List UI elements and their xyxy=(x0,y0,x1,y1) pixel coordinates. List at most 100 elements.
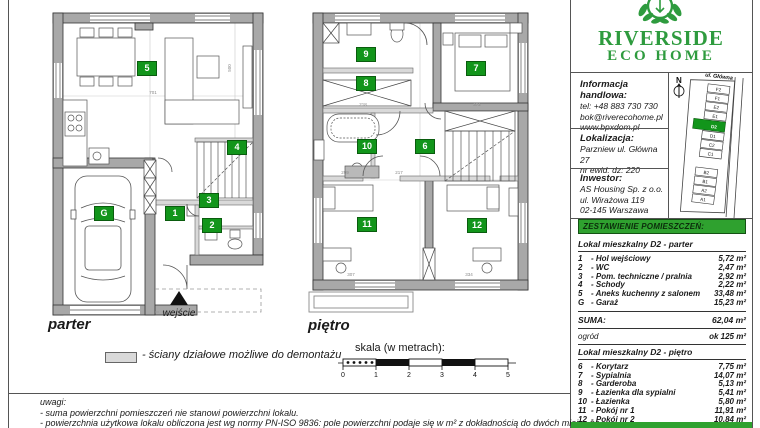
room-number: 7 xyxy=(578,370,583,380)
room-name: - Schody xyxy=(591,280,625,290)
svg-text:4: 4 xyxy=(473,372,477,379)
room-name: - Pom. techniczne / pralnia xyxy=(591,271,692,281)
panel-divider-line xyxy=(570,0,571,428)
pietro-dimension-labels: 218 372 299 217 307 334 xyxy=(341,102,481,277)
frame-right-line xyxy=(752,0,753,428)
bathroom9-fixtures xyxy=(346,22,405,43)
svg-text:2: 2 xyxy=(407,372,411,379)
room-area: 5,13 m² xyxy=(718,379,746,389)
svg-text:A1: A1 xyxy=(700,197,707,203)
location-divider-line xyxy=(570,168,668,169)
contact-heading: Informacja handlowa: xyxy=(580,79,629,101)
room-area: 2,92 m² xyxy=(718,271,746,281)
door-arcs xyxy=(157,157,200,290)
table-row: 3 - Pom. techniczne / pralnia 2,92 m² xyxy=(578,271,746,282)
scale-tick-labels: 0 1 2 3 4 5 xyxy=(341,372,510,379)
room-name: - Sypialnia xyxy=(591,370,632,380)
brand-name-line1: RIVERSIDE xyxy=(598,26,724,50)
svg-text:299: 299 xyxy=(341,170,349,175)
frame-left-line xyxy=(8,0,9,428)
investor-heading: Inwestor: xyxy=(580,173,623,184)
kitchen-counter xyxy=(62,99,110,167)
room-number: 8 xyxy=(578,379,583,389)
svg-text:C1: C1 xyxy=(707,151,714,157)
location-block: Lokalizacja: Parzniew ul. Główna 27 nr e… xyxy=(580,133,664,176)
living-room-furniture xyxy=(164,37,253,125)
garden-label: ogród xyxy=(578,331,599,341)
room-badge-2: 2 xyxy=(202,218,222,233)
pietro-label: piętro xyxy=(308,317,350,334)
map-divider-line xyxy=(668,72,669,218)
car xyxy=(70,175,136,303)
unit-blocks: F2 F1 E2 E1 D2 D1 C2 C1 B2 B1 A2 A1 xyxy=(691,83,731,205)
notes-block: uwagi: - suma powierzchni pomieszczeń ni… xyxy=(40,397,740,428)
room-area: 15,23 m² xyxy=(713,297,746,307)
porch-dashed-outline xyxy=(155,288,262,313)
plot-outline xyxy=(679,79,736,214)
shaft-hatch xyxy=(143,159,157,215)
sum-label: SUMA: xyxy=(578,314,606,325)
room-number: 10 xyxy=(578,396,587,406)
room-number: 1 xyxy=(578,254,583,263)
site-map: N ul. Główna F2 F1 E2 E1 D2 D1 C2 C1 xyxy=(673,73,744,218)
room-badge-12: 12 xyxy=(467,218,487,233)
room-area: 2,22 m² xyxy=(718,280,746,290)
parter-table-heading: Lokal mieszkalny D2 - parter xyxy=(578,239,746,252)
parter-label: parter xyxy=(48,316,91,333)
north-compass-icon: N xyxy=(673,76,685,98)
room-name: - Korytarz xyxy=(591,361,629,371)
svg-text:C2: C2 xyxy=(708,142,715,148)
svg-text:307: 307 xyxy=(347,272,355,277)
room-area: 2,47 m² xyxy=(718,262,746,272)
investor-line: ul. Wirażowa 119 xyxy=(580,194,645,205)
notes-divider-line xyxy=(8,393,571,394)
logo-emblem xyxy=(638,0,682,24)
room-badge-G: G xyxy=(94,206,114,221)
room-name: - Łazienka xyxy=(591,396,630,406)
street: ul. Główna xyxy=(705,73,744,218)
room-area: 5,80 m² xyxy=(718,396,746,406)
windows xyxy=(314,14,527,289)
rooms-table: ZESTAWIENIE POMIESZCZEŃ: Lokal mieszkaln… xyxy=(578,219,746,428)
room-name: - Pokój nr 2 xyxy=(591,414,635,424)
wall-legend-swatch xyxy=(105,352,137,363)
garden-value: ok 125 m² xyxy=(709,331,746,341)
svg-text:1: 1 xyxy=(374,372,378,379)
room-name: - Aneks kuchenny z salonem xyxy=(591,289,701,299)
garden-row: ogród ok 125 m² xyxy=(578,327,746,345)
room-badge-11: 11 xyxy=(357,217,377,232)
brand-name-line2: ECO HOME xyxy=(607,48,715,64)
room-area: 5,72 m² xyxy=(718,254,746,263)
room-badge-6: 6 xyxy=(415,139,435,154)
contact-website: www.bpxdom.pl xyxy=(580,122,640,132)
room11-furniture xyxy=(322,184,374,274)
room-badge-4: 4 xyxy=(227,140,247,155)
svg-text:N: N xyxy=(676,76,682,85)
table-divider-line xyxy=(570,218,753,219)
scale-label: skala (w metrach): xyxy=(355,342,445,354)
svg-text:F2: F2 xyxy=(716,87,722,93)
notes-heading: uwagi: xyxy=(40,397,67,407)
room-badge-8: 8 xyxy=(356,76,376,91)
dining-set xyxy=(76,27,136,87)
room-number: 3 xyxy=(578,271,583,281)
svg-text:B2: B2 xyxy=(703,170,710,176)
location-line: Parzniew ul. Główna 27 xyxy=(580,144,658,165)
notes-line: - powierzchnia użytkowa lokalu obliczona… xyxy=(40,418,600,428)
room-number: 2 xyxy=(578,262,583,272)
pietro-floor-plan: 218 372 299 217 307 334 xyxy=(308,12,529,313)
wall-legend-text: - ściany działowe możliwe do demontażu xyxy=(142,349,342,361)
room-area: 5,41 m² xyxy=(718,388,746,398)
room-number: 12 xyxy=(578,414,587,424)
room-number: 5 xyxy=(578,289,583,299)
room-area: 7,75 m² xyxy=(718,361,746,371)
svg-text:F1: F1 xyxy=(714,96,720,102)
svg-text:701: 701 xyxy=(149,90,157,95)
